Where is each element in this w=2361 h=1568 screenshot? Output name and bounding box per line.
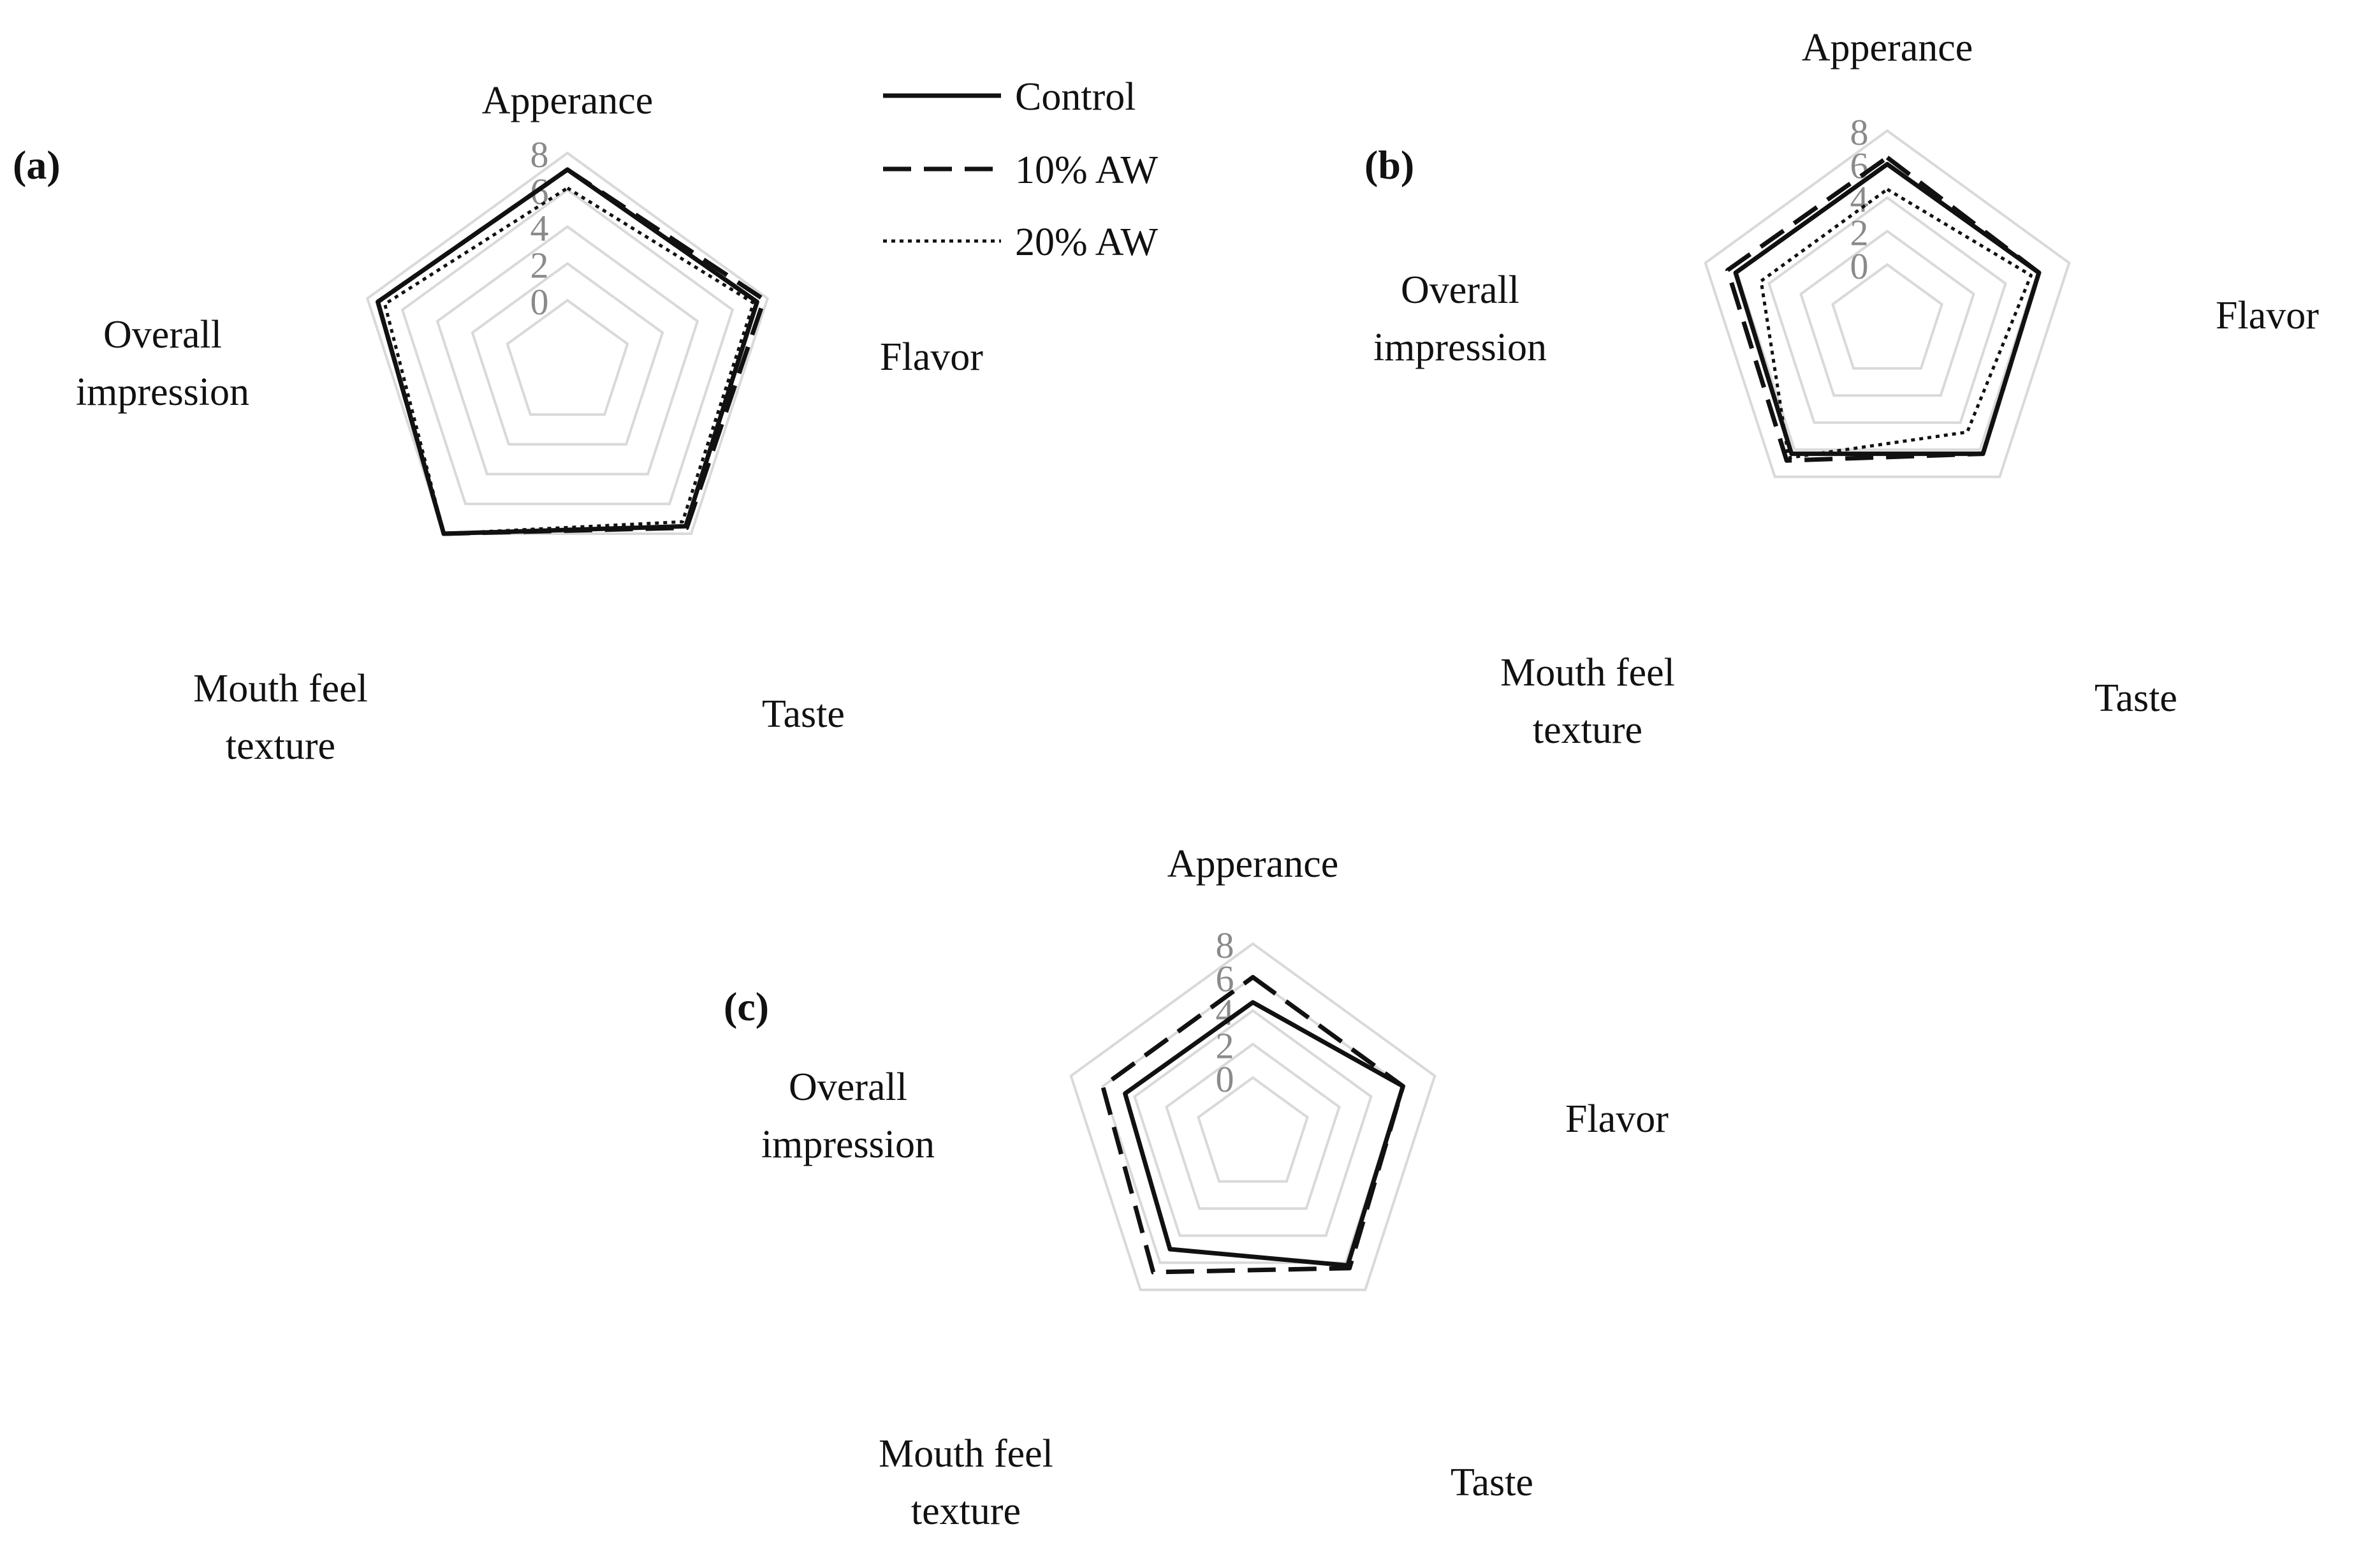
panel-b-series-20-aw [1759, 187, 2033, 460]
panel-a-grid-ring-0 [506, 298, 629, 416]
panel-c-tick-0: 0 [1216, 1059, 1234, 1100]
panel-c-axis-label-taste: Taste [1451, 1461, 1533, 1504]
panel-b-series [1725, 155, 2042, 463]
panel-a-grid-ring-6 [400, 188, 735, 506]
panel-b-label: (b) [1364, 142, 1414, 187]
panel-c-tick-8: 8 [1216, 925, 1234, 966]
panel-b-grid-ring-2 [1799, 230, 1975, 397]
panel-a-axis-label-taste: Taste [762, 692, 845, 736]
panel-a-grid [365, 151, 770, 535]
panel-c-grid-ring-2 [1165, 1043, 1341, 1210]
panel-c-series [1100, 975, 1405, 1275]
legend: Control 10% AW 20% AW [883, 75, 1159, 264]
legend-label-control: Control [1015, 75, 1136, 119]
panel-b-axis-label-flavor: Flavor [2216, 294, 2319, 337]
panel-c-grid-ring-0 [1197, 1076, 1309, 1183]
panel-b-axis-label-taste: Taste [2094, 677, 2177, 720]
panel-c-axis-label-apperance: Apperance [1167, 842, 1339, 886]
panel-b-tick-8: 8 [1850, 112, 1869, 153]
panel-a-grid-ring-2 [471, 261, 664, 446]
panel-c-grid [1069, 942, 1436, 1291]
panel-c-series-control [1123, 1000, 1405, 1268]
panel-b-grid-ring-8 [1704, 129, 2071, 478]
legend-label-20aw: 20% AW [1015, 221, 1159, 264]
panel-a-tick-0: 0 [530, 281, 549, 323]
panel-b-tick-0: 0 [1850, 245, 1869, 287]
panel-a-tick-8: 8 [530, 134, 549, 175]
panel-a-label: (a) [13, 142, 61, 187]
panel-a-series-10-aw [376, 167, 766, 536]
panel-a-tick-4: 4 [530, 208, 549, 249]
panel-a-series [376, 167, 766, 536]
panel-a-grid-ring-8 [365, 151, 770, 535]
panel-c-grid-ring-4 [1133, 1009, 1373, 1237]
panel-b-series-control [1733, 162, 2042, 457]
panel-c-axis-label-flavor: Flavor [1565, 1097, 1669, 1141]
panel-a-axis-label-apperance: Apperance [482, 79, 654, 122]
panel-c-label: (c) [724, 984, 769, 1029]
panel-b-axis-label-apperance: Apperance [1802, 26, 1973, 70]
panel-b-grid-ring-0 [1831, 263, 1943, 370]
panel-a-tick-2: 2 [530, 244, 549, 286]
panel-a-axis-label-flavor: Flavor [880, 335, 983, 379]
panel-a-grid-ring-4 [435, 225, 699, 476]
panel-c-tick-2: 2 [1216, 1025, 1234, 1067]
legend-label-10aw: 10% AW [1015, 149, 1159, 192]
panel-c-series-10-aw [1100, 975, 1405, 1275]
panel-b-tick-2: 2 [1850, 212, 1869, 254]
panel-b-grid [1704, 129, 2071, 478]
panel-a-series-control [376, 167, 759, 536]
panel-b-grid-ring-4 [1767, 196, 2007, 424]
panel-c-grid-ring-8 [1069, 942, 1436, 1291]
